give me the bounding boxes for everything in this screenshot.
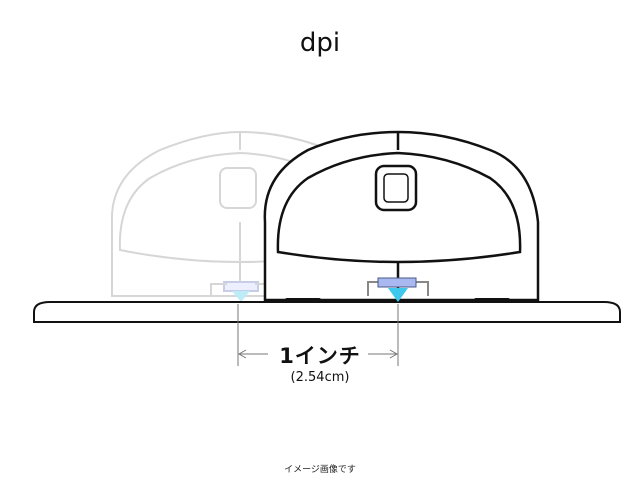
distance-sub-label: (2.54cm) [290,370,350,385]
distance-guides [237,304,399,366]
sensor-beam [388,288,408,302]
distance-label: 1インチ [279,344,361,368]
mousepad [33,301,621,323]
sensor [377,277,417,288]
mouse [263,130,540,302]
page-title: dpi [299,28,341,58]
caption: イメージ画像です [284,465,356,475]
scroll-wheel [374,164,418,212]
